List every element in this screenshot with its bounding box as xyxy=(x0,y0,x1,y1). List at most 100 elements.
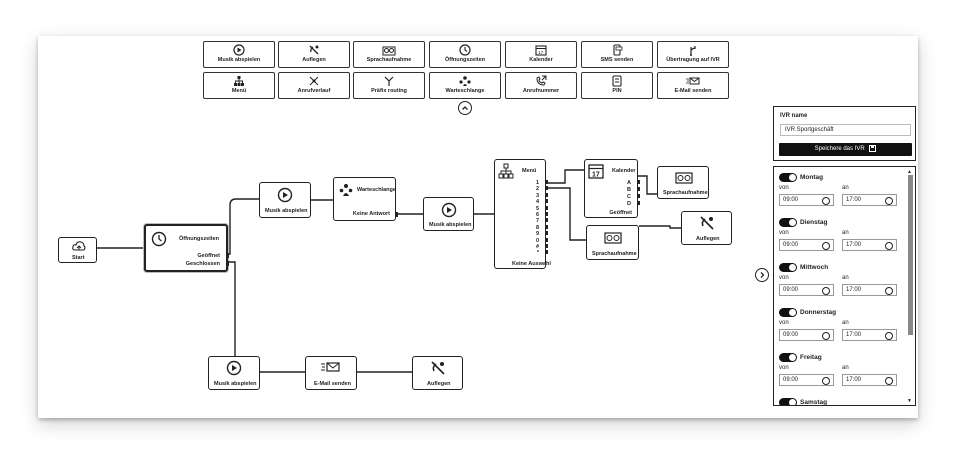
menu-key-port[interactable] xyxy=(545,244,548,248)
from-time-input[interactable]: 09:00 xyxy=(779,194,834,206)
menu-key-port[interactable] xyxy=(545,212,548,216)
tape-recorder-icon xyxy=(382,46,396,56)
menu-key-port[interactable] xyxy=(545,237,548,242)
tool-prefix-routing[interactable]: Präfix routing xyxy=(353,72,425,99)
split-arrows-icon xyxy=(384,76,394,86)
tool-email-send[interactable]: E-Mail senden xyxy=(657,72,729,99)
tool-music-play[interactable]: Musik abspielen xyxy=(203,41,275,68)
calendar-key-port[interactable] xyxy=(637,201,640,205)
tool-calendar[interactable]: 17 Kalender xyxy=(505,41,577,68)
to-label: an xyxy=(842,320,849,326)
menu-key-port[interactable] xyxy=(545,224,548,229)
play-circle-icon xyxy=(441,202,457,218)
to-time-input[interactable]: 17:00 xyxy=(842,329,897,341)
tool-hangup[interactable]: Auflegen xyxy=(278,41,350,68)
tool-menu[interactable]: Menü xyxy=(203,72,275,99)
from-time-input[interactable]: 09:00 xyxy=(779,284,834,296)
play-circle-icon xyxy=(226,360,242,376)
to-label: an xyxy=(842,185,849,191)
day-toggle[interactable] xyxy=(779,218,797,227)
menu-key-port[interactable] xyxy=(545,186,548,191)
to-time-input[interactable]: 17:00 xyxy=(842,374,897,386)
menu-key-port[interactable] xyxy=(545,205,548,210)
clock-icon xyxy=(885,287,893,295)
ivr-name-input[interactable]: IVR Sportgeschäft xyxy=(780,124,911,136)
node-voice-record-1[interactable]: Sprachaufnahme xyxy=(657,166,709,199)
calendar-key-label: A xyxy=(627,180,631,186)
collapse-toolbar-button[interactable] xyxy=(458,101,472,115)
port-closed[interactable] xyxy=(226,261,229,266)
tool-sms-send[interactable]: SMS senden xyxy=(581,41,653,68)
to-time-input[interactable]: 17:00 xyxy=(842,239,897,251)
menu-key-label: # xyxy=(535,244,539,250)
day-toggle[interactable] xyxy=(779,353,797,362)
menu-key-port[interactable] xyxy=(545,218,548,223)
clock-icon xyxy=(885,377,893,385)
hangup-phone-icon xyxy=(431,361,445,375)
weekday-row: Samstagvonan xyxy=(779,398,899,406)
node-music-play-3[interactable]: Musik abspielen xyxy=(208,356,260,390)
calendar-icon: 17 xyxy=(588,164,604,179)
tool-queue[interactable]: Warteschlange xyxy=(429,72,501,99)
port-open[interactable] xyxy=(226,253,229,258)
menu-key-port[interactable] xyxy=(545,192,548,197)
hangup-phone-icon xyxy=(309,45,319,55)
menu-key-port[interactable] xyxy=(545,231,548,236)
day-toggle[interactable] xyxy=(779,263,797,272)
tool-pin[interactable]: PIN xyxy=(581,72,653,99)
menu-key-port[interactable] xyxy=(545,250,548,255)
menu-key-label: 5 xyxy=(535,205,539,212)
tool-call-history[interactable]: Anrufverlauf xyxy=(278,72,350,99)
node-queue[interactable]: Warteschlange Keine Antwort xyxy=(333,177,398,221)
menu-key-port[interactable] xyxy=(545,180,548,184)
from-time-input[interactable]: 09:00 xyxy=(779,374,834,386)
day-name: Samstag xyxy=(800,399,828,406)
calendar-key-port[interactable] xyxy=(637,187,640,191)
node-voice-record-2[interactable]: Sprachaufnahme xyxy=(586,225,639,260)
scroll-up-arrow[interactable]: ▲ xyxy=(907,169,912,175)
calendar-key-port[interactable] xyxy=(637,180,640,184)
expand-panel-button[interactable] xyxy=(755,268,769,282)
to-time-input[interactable]: 17:00 xyxy=(842,194,897,206)
node-music-play-2[interactable]: Musik abspielen xyxy=(423,197,474,231)
tool-voice-record[interactable]: Sprachaufnahme xyxy=(353,41,425,68)
clock-icon xyxy=(822,242,830,250)
day-toggle[interactable] xyxy=(779,308,797,317)
sitemap-icon xyxy=(234,76,244,86)
day-toggle[interactable] xyxy=(779,398,797,405)
calendar-key-label: D xyxy=(627,201,631,207)
from-time-input[interactable]: 09:00 xyxy=(779,239,834,251)
menu-key-label: 1 xyxy=(535,180,539,186)
users-group-icon xyxy=(459,76,471,86)
port-no-answer[interactable] xyxy=(395,212,398,217)
keypad-icon xyxy=(612,75,622,87)
menu-key-label: 3 xyxy=(535,192,539,199)
node-email-send[interactable]: E-Mail senden xyxy=(305,356,357,390)
menu-key-port[interactable] xyxy=(545,199,548,204)
email-fast-icon xyxy=(321,362,340,372)
node-opening-hours[interactable]: Öffnungszeiten Geöffnet Geschlossen xyxy=(144,224,229,272)
day-toggle[interactable] xyxy=(779,173,797,182)
calendar-key-port[interactable] xyxy=(637,194,640,198)
save-ivr-button[interactable]: Speichere das IVR xyxy=(779,143,912,156)
to-time-input[interactable]: 17:00 xyxy=(842,284,897,296)
tool-phone-number[interactable]: Anrufnummer xyxy=(505,72,577,99)
day-name: Donnerstag xyxy=(800,309,837,316)
sms-phone-icon xyxy=(613,44,623,56)
node-start[interactable]: Start xyxy=(58,237,97,263)
tool-transfer-ivr[interactable]: Übertragung auf IVR xyxy=(657,41,729,68)
from-time-input[interactable]: 09:00 xyxy=(779,329,834,341)
day-name: Freitag xyxy=(800,354,822,361)
node-hangup-2[interactable]: Auflegen xyxy=(412,356,463,390)
node-hangup-1[interactable]: Auflegen xyxy=(681,211,732,245)
node-music-play-1[interactable]: Musik abspielen xyxy=(259,182,311,218)
scroll-down-arrow[interactable]: ▼ xyxy=(907,398,912,404)
scrollbar-thumb[interactable] xyxy=(908,175,913,335)
clock-icon xyxy=(822,197,830,205)
tool-opening-hours[interactable]: Öffnungszeiten xyxy=(429,41,501,68)
